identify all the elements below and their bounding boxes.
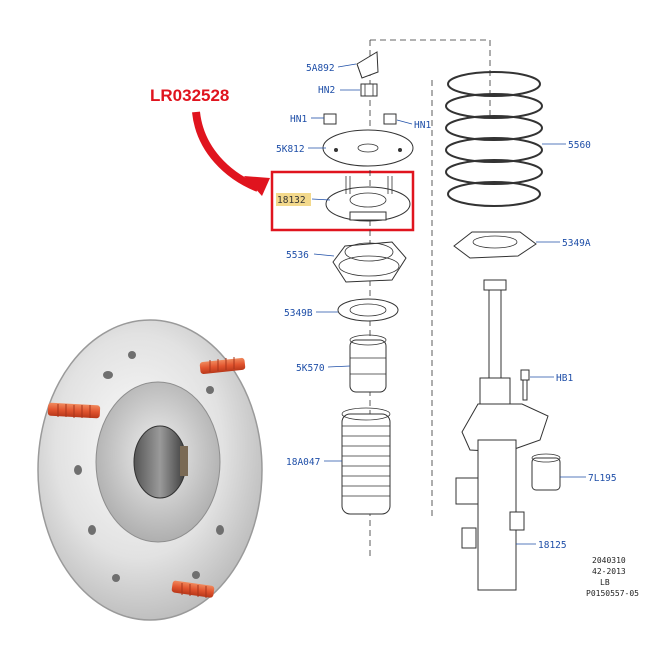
label-18a047: 18A047 [286, 457, 320, 468]
ref-line-3: LB [600, 578, 610, 587]
label-5k570: 5K570 [296, 363, 325, 374]
callout-arrow [192, 111, 260, 192]
label-hn1-right: HN1 [414, 120, 431, 131]
stud-left [47, 402, 101, 419]
label-hn2: HN2 [318, 85, 335, 96]
bumpstop-5k570 [349, 334, 387, 393]
bolt-holes [74, 351, 224, 582]
label-5349a: 5349A [562, 238, 591, 249]
label-5a892: 5A892 [306, 63, 335, 74]
highlight-box [270, 170, 415, 232]
nut-hn1-right [383, 113, 397, 125]
label-7l195: 7L195 [588, 473, 617, 484]
mount-plate-photo [37, 319, 263, 621]
boot-18a047 [341, 407, 391, 515]
label-18132-highlight [276, 193, 311, 206]
label-5560: 5560 [568, 140, 591, 151]
spring-5560 [445, 71, 543, 207]
stud-lower-right [171, 580, 215, 598]
bearing-5536 [332, 241, 407, 283]
label-hn1-left: HN1 [290, 114, 307, 125]
bore-marking [180, 446, 188, 476]
label-18132: 18132 [277, 195, 306, 206]
ref-line-4: P0150557-05 [586, 589, 639, 598]
stud-upper-right [199, 357, 246, 374]
mount-plate-bore [133, 425, 187, 499]
plate-5k812 [322, 129, 414, 167]
leader-lines [308, 63, 586, 545]
mount-18132 [325, 176, 411, 222]
label-5536: 5536 [286, 250, 309, 261]
seat-5349b [337, 298, 399, 322]
label-18125: 18125 [538, 540, 567, 551]
label-5349b: 5349B [284, 308, 313, 319]
ref-line-2: 42-2013 [592, 567, 626, 576]
seat-5349a [453, 231, 537, 259]
part-number-callout: LR032528 [150, 86, 229, 105]
callout-arrowhead [244, 176, 270, 196]
cap-5a892 [356, 51, 379, 79]
nut-hn2 [360, 83, 378, 97]
label-5k812: 5K812 [276, 144, 305, 155]
label-hb1: HB1 [556, 373, 573, 384]
nut-hn1-left [323, 113, 337, 125]
bolt-hb1 [520, 369, 530, 401]
bushing-7l195 [531, 453, 561, 491]
strut-18125 [455, 279, 549, 591]
ref-line-1: 2040310 [592, 556, 626, 565]
